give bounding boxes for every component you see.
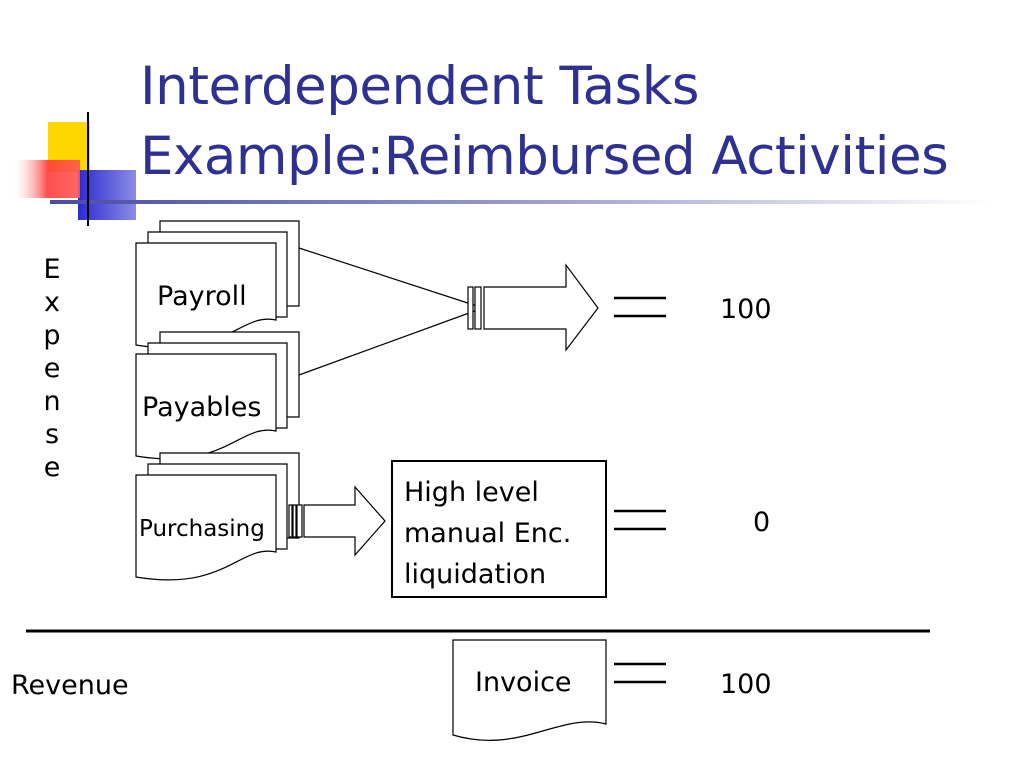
page-title: Interdependent Tasks Example:Reimbursed … xyxy=(140,52,949,192)
value-row-2: 0 xyxy=(753,507,771,538)
manual-liquidation-box: High level manual Enc. liquidation xyxy=(391,460,607,598)
payables-connector-line xyxy=(298,308,481,376)
value-row-3: 100 xyxy=(720,669,772,700)
revenue-label: Revenue xyxy=(11,670,129,701)
equals-sign-icon-3 xyxy=(614,662,666,684)
payroll-document-icon xyxy=(135,220,300,349)
value-row-1: 100 xyxy=(720,294,772,325)
payables-document-icon xyxy=(135,331,300,460)
purchasing-document-icon xyxy=(135,452,300,581)
manual-box-line-3: liquidation xyxy=(404,559,547,590)
title-underline-rule xyxy=(50,200,990,204)
invoice-document-icon xyxy=(452,639,607,741)
expense-label: Expense xyxy=(43,254,61,483)
manual-box-line-2: manual Enc. xyxy=(404,518,572,549)
invoice-label: Invoice xyxy=(475,667,572,698)
payroll-label: Payroll xyxy=(157,281,247,312)
payables-label: Payables xyxy=(142,392,262,423)
manual-box-line-1: High level xyxy=(404,477,539,508)
upper-right-arrow-icon xyxy=(467,263,599,352)
title-line-1: Interdependent Tasks xyxy=(140,56,700,117)
equals-sign-icon-2 xyxy=(614,509,666,531)
title-line-2: Example:Reimbursed Activities xyxy=(140,126,949,187)
lower-right-arrow-icon xyxy=(288,485,386,557)
equals-sign-icon-1 xyxy=(614,296,666,318)
purchasing-label: Purchasing xyxy=(139,516,265,542)
payroll-connector-line xyxy=(298,247,481,308)
accent-red-bar xyxy=(14,160,80,198)
